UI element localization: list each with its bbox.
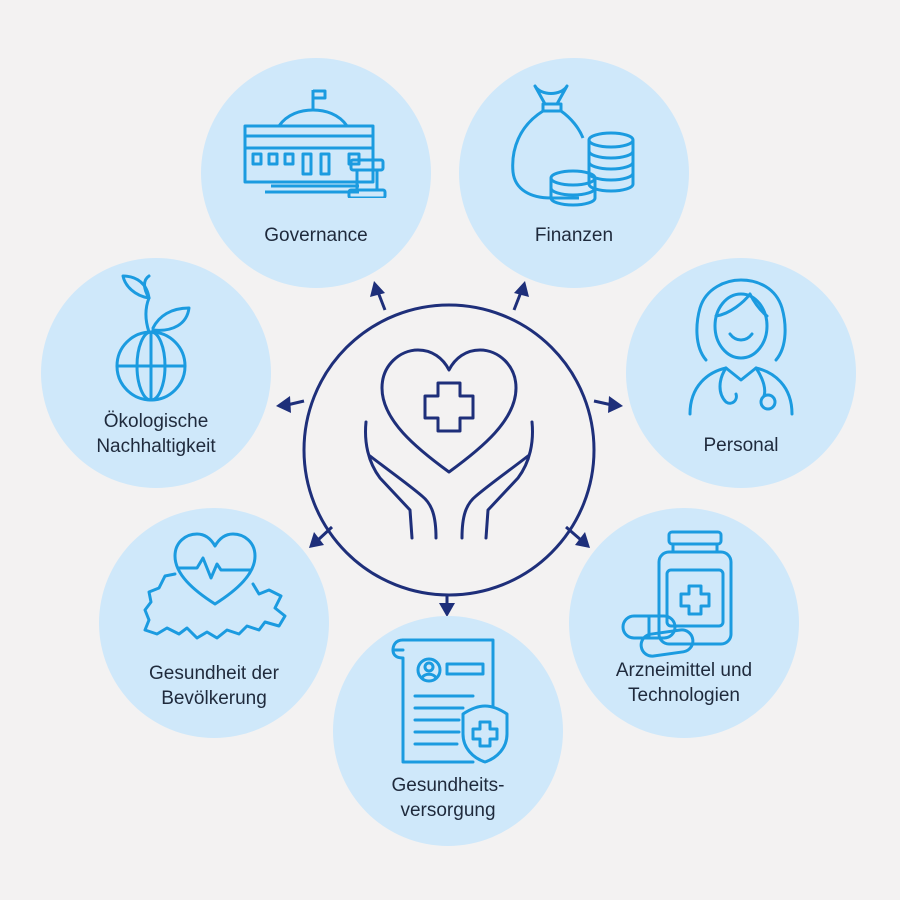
- switzerland-map-heart-icon: [143, 532, 287, 640]
- arrowhead-oekologie: [276, 396, 291, 413]
- node-label: Finanzen: [534, 225, 614, 246]
- arrowhead-governance: [370, 281, 385, 297]
- node-label: Arzneimittel und Technologien: [615, 660, 753, 706]
- node-oekologie: Ökologische Nachhaltigkeit: [41, 258, 271, 488]
- heart-hands-cross-icon: [364, 348, 534, 540]
- government-building-gavel-icon: [243, 89, 387, 198]
- health-worker-icon: [688, 278, 794, 416]
- medical-record-shield-icon: [391, 638, 509, 764]
- node-label: Gesundheit der Bevölkerung: [149, 663, 279, 709]
- arrowhead-bevoelkerung: [309, 532, 324, 548]
- node-label: Gesundheits- versorgung: [391, 775, 505, 821]
- arrowhead-versorgung: [439, 603, 455, 617]
- arrow-arzneimittel: [565, 525, 582, 542]
- node-governance: Governance: [201, 58, 431, 288]
- node-finanzen: Finanzen: [459, 58, 689, 288]
- center-ring: [302, 303, 596, 597]
- node-arzneimittel: Arzneimittel und Technologien: [569, 508, 799, 738]
- node-bevoelkerung: Gesundheit der Bevölkerung: [99, 508, 329, 738]
- node-personal: Personal: [626, 258, 856, 488]
- node-label: Ökologische Nachhaltigkeit: [96, 411, 216, 457]
- arrow-governance: [376, 291, 387, 311]
- arrowhead-finanzen: [514, 281, 529, 297]
- arrow-finanzen: [512, 291, 523, 311]
- node-label: Governance: [264, 225, 368, 246]
- arrowhead-arzneimittel: [575, 532, 590, 548]
- node-label: Personal: [703, 435, 779, 456]
- plant-globe-icon: [115, 274, 191, 402]
- money-bag-coins-icon: [511, 84, 635, 207]
- node-gesundheitsversorgung: Gesundheits- versorgung: [333, 616, 563, 846]
- arrowhead-personal: [608, 396, 623, 413]
- medicine-bottle-pills-icon: [621, 530, 733, 658]
- arrow-bevoelkerung: [316, 525, 334, 542]
